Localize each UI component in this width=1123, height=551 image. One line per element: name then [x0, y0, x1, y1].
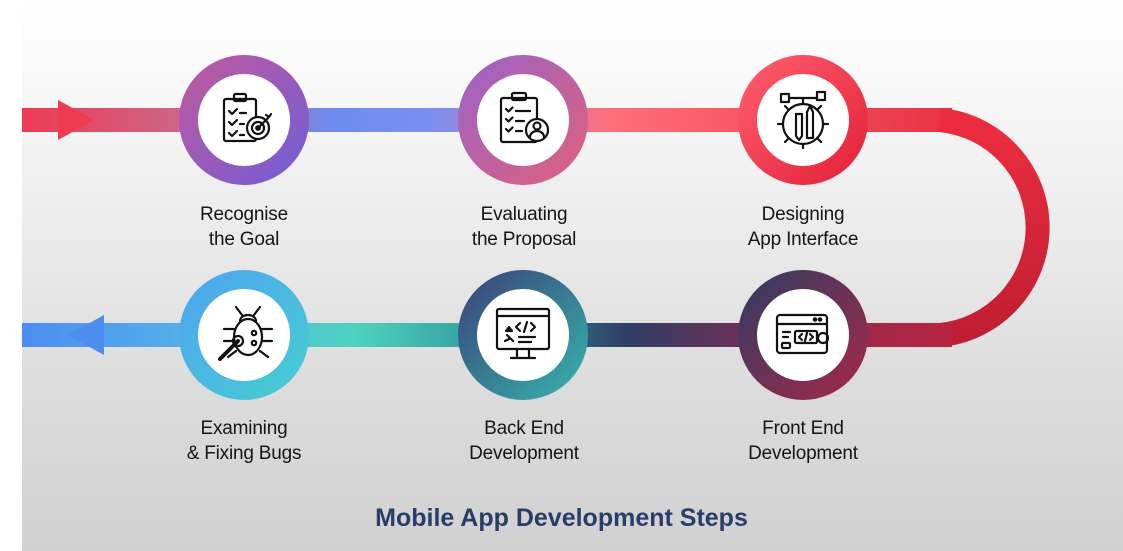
entry-arrow	[58, 100, 94, 140]
step-label-3-line2: App Interface	[747, 229, 859, 250]
step-label-1: Recognise the Goal	[134, 202, 354, 252]
step-label-2: Evaluating the Proposal	[414, 202, 634, 252]
diagram-title: Mobile App Development Steps	[375, 504, 748, 532]
step-node-2	[458, 55, 588, 185]
code-window-icon	[775, 313, 830, 355]
step-node-4	[738, 270, 868, 400]
step-label-4: Front End Development	[693, 416, 913, 466]
step-label-6: Examining & Fixing Bugs	[134, 416, 354, 466]
step-label-3: Designing App Interface	[693, 202, 913, 252]
step-node-3	[738, 55, 868, 185]
step-label-6-line1: Examining	[200, 418, 288, 439]
step-label-1-line2: the Goal	[208, 229, 280, 250]
design-tools-icon	[776, 90, 830, 150]
step-label-4-line2: Development	[748, 443, 858, 464]
step-node-5	[458, 270, 588, 400]
clipboard-target-icon	[222, 92, 273, 143]
step-label-2-line2: the Proposal	[471, 229, 577, 250]
step-label-5: Back End Development	[414, 416, 634, 466]
step-label-5-line2: Development	[469, 443, 579, 464]
step-label-5-line1: Back End	[484, 418, 564, 439]
flow-band-turn	[938, 108, 1050, 347]
step-node-1	[179, 55, 309, 185]
step-label-1-line1: Recognise	[200, 204, 288, 225]
bug-wrench-icon	[218, 305, 274, 361]
monitor-code-icon	[495, 307, 551, 360]
step-label-4-line1: Front End	[762, 418, 844, 439]
step-label-2-line1: Evaluating	[480, 204, 568, 225]
clipboard-person-icon	[499, 91, 550, 144]
step-label-3-line1: Designing	[761, 204, 845, 225]
step-node-6	[179, 270, 309, 400]
step-label-6-line2: & Fixing Bugs	[186, 443, 302, 464]
exit-arrow	[68, 315, 104, 355]
